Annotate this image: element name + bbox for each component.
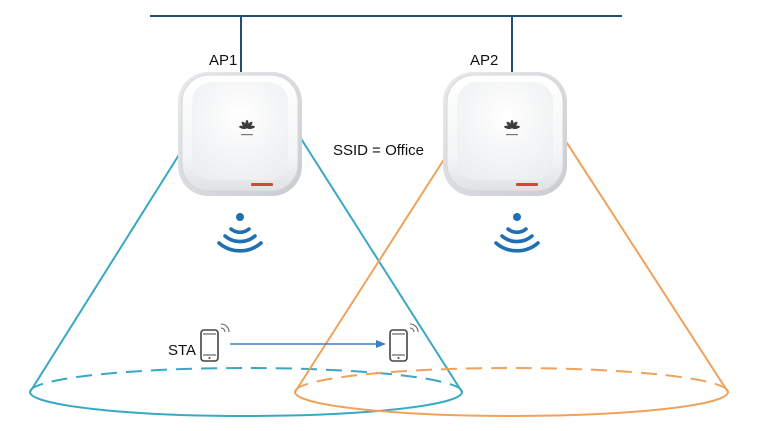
ap2-device (443, 72, 567, 196)
ap1-coverage (29, 125, 463, 417)
ap2-coverage (294, 125, 729, 417)
sta-phone-end (389, 323, 419, 362)
ap1-coverage-back-arc (29, 367, 463, 393)
ap1-label: AP1 (209, 52, 238, 69)
access-point-icon (178, 72, 302, 196)
ap2-coverage-left-edge (294, 149, 451, 393)
phone-signal-icon (220, 323, 230, 333)
ap2-coverage-right-edge (555, 125, 729, 393)
sta-label: STA (168, 342, 197, 359)
ssid-label: SSID = Office (333, 142, 425, 159)
ap1-coverage-left-edge (29, 149, 183, 393)
smartphone-icon (200, 329, 219, 362)
phone-signal-icon (409, 323, 419, 333)
smartphone-icon (389, 329, 408, 362)
ap1-coverage-front-arc (29, 391, 463, 417)
vendor-logo-icon (239, 120, 255, 136)
backbone (150, 15, 622, 73)
ap2-coverage-front-arc (294, 391, 729, 417)
access-point-icon (443, 72, 567, 196)
vendor-logo-icon (504, 120, 520, 136)
roam-arrow (230, 340, 386, 348)
ap2-label: AP2 (470, 52, 499, 69)
ap1-device (178, 72, 302, 196)
arrow-head (376, 340, 386, 348)
wifi-signal-icon (494, 213, 540, 253)
ap1-coverage-right-edge (292, 125, 463, 393)
sta-phone-start (200, 323, 230, 362)
wifi-signal-icon (217, 213, 263, 253)
ap2-coverage-back-arc (294, 367, 729, 393)
